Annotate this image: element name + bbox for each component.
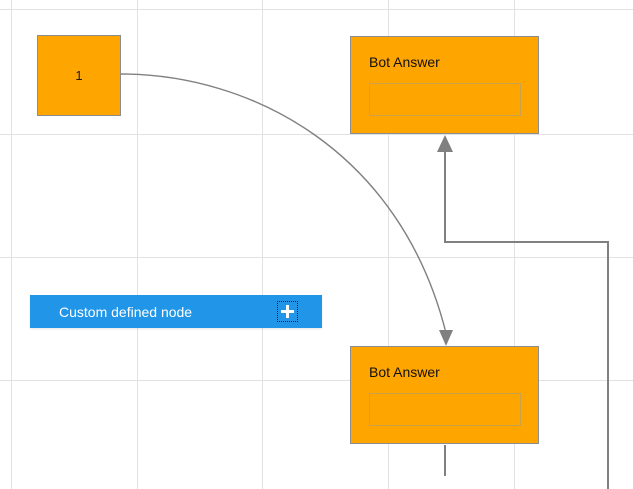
curved-connector-arrowhead [439, 330, 453, 346]
node-bot-answer-top-title: Bot Answer [369, 54, 440, 70]
orthogonal-connector-return[interactable] [444, 148, 609, 489]
custom-defined-node-button[interactable]: Custom defined node [30, 295, 322, 328]
node-bot-answer-top[interactable]: Bot Answer [350, 36, 539, 134]
node-bot-answer-bottom-slot[interactable] [369, 393, 521, 427]
plus-glyph [281, 305, 294, 318]
curved-connector[interactable] [120, 73, 447, 334]
plus-icon[interactable] [277, 301, 298, 322]
node-bot-answer-bottom[interactable]: Bot Answer [350, 346, 539, 444]
orthogonal-connector-arrowhead [437, 135, 453, 152]
node-bot-answer-top-slot[interactable] [369, 83, 521, 117]
node-start[interactable]: 1 [37, 35, 121, 116]
node-start-label: 1 [75, 68, 83, 83]
custom-defined-node-label: Custom defined node [59, 303, 193, 320]
node-bot-answer-bottom-title: Bot Answer [369, 364, 440, 380]
